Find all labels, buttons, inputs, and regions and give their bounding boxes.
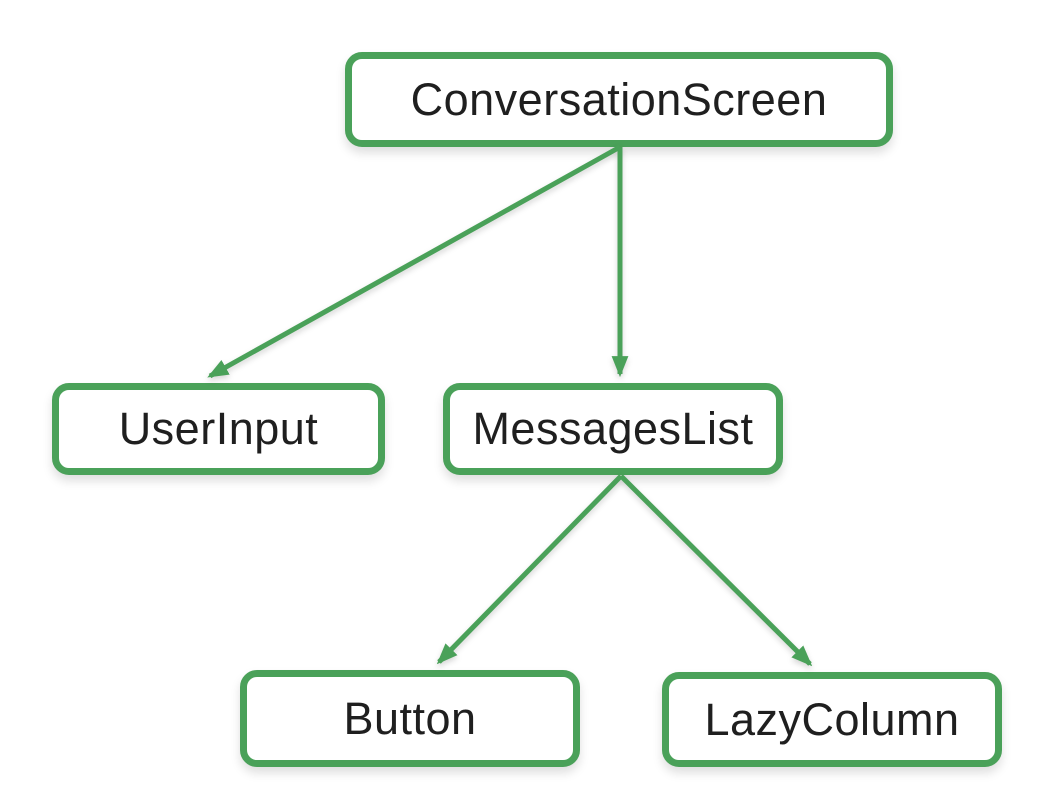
node-lazy-column: LazyColumn — [662, 672, 1002, 767]
node-user-input-label: UserInput — [118, 403, 319, 454]
edge-messageslist-lazycolumn — [619, 474, 813, 667]
node-button-label: Button — [343, 692, 477, 744]
edge-messageslist-button — [436, 474, 623, 665]
edge-conversationscreen-userinput — [207, 144, 622, 379]
node-conversation-screen-label: ConversationScreen — [410, 73, 828, 125]
node-lazy-column-label: LazyColumn — [704, 693, 960, 745]
node-messages-list: MessagesList — [443, 383, 783, 475]
node-messages-list-label: MessagesList — [472, 403, 754, 454]
node-button: Button — [240, 670, 580, 767]
node-conversation-screen: ConversationScreen — [345, 52, 893, 147]
node-user-input: UserInput — [52, 383, 385, 475]
